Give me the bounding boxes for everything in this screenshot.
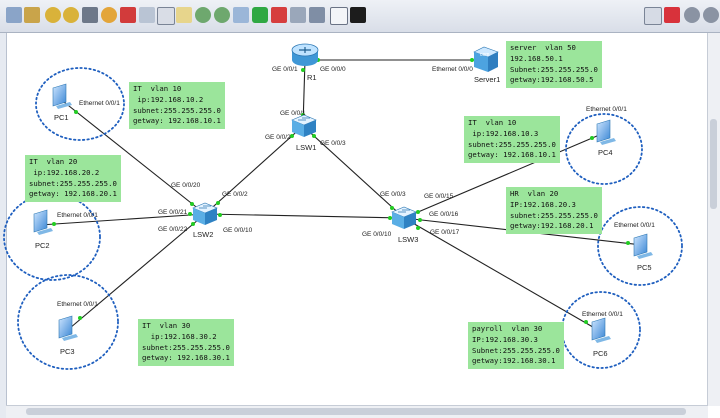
port-dots xyxy=(52,58,630,324)
device-label-pc2: PC2 xyxy=(35,241,50,250)
toolbar xyxy=(0,0,720,33)
note-pc6[interactable]: payroll vlan 30 IP:192.168.30.3 Subnet:2… xyxy=(468,322,564,370)
device-label-server1: Server1 xyxy=(474,75,501,84)
new-icon[interactable] xyxy=(6,7,22,23)
horizontal-scroll-thumb[interactable] xyxy=(26,408,686,415)
undo-icon[interactable] xyxy=(45,7,61,23)
port-label: GE 0/0/2 xyxy=(222,191,248,198)
link-lsw2-lsw3[interactable] xyxy=(204,213,405,219)
capture-icon[interactable] xyxy=(290,7,306,23)
topology-icon[interactable] xyxy=(309,7,325,23)
port-label: GE 0/0/20 xyxy=(171,182,201,189)
link-lsw3-pc6[interactable] xyxy=(403,217,599,331)
port-label: GE 0/0/21 xyxy=(158,209,188,216)
switch-icon-lsw2[interactable] xyxy=(192,202,218,225)
rectangle-icon[interactable] xyxy=(176,7,192,23)
router-icon[interactable] xyxy=(291,43,319,66)
link-lsw3-pc4[interactable] xyxy=(403,132,605,219)
comment-icon[interactable] xyxy=(157,7,175,25)
open-icon[interactable] xyxy=(24,7,40,23)
horizontal-scrollbar[interactable] xyxy=(6,405,708,418)
pc4-icon[interactable] xyxy=(596,119,616,145)
port-label: GE 0/0/17 xyxy=(430,229,460,236)
help-icon[interactable] xyxy=(703,7,719,23)
link-lsw2-pc2[interactable] xyxy=(39,213,206,226)
port-label: GE 0/0/10 xyxy=(362,231,392,238)
chat-icon[interactable] xyxy=(644,7,662,25)
device-label-pc1: PC1 xyxy=(54,113,69,122)
redo-icon[interactable] xyxy=(63,7,79,23)
pc-groups xyxy=(3,67,683,370)
link-lsw1-lsw2[interactable] xyxy=(204,125,304,215)
port-label: GE 0/0/1 xyxy=(272,66,298,73)
port-label: Ethernet 0/0/1 xyxy=(582,311,623,318)
group-pc3 xyxy=(17,274,119,370)
fit-icon[interactable] xyxy=(233,7,249,23)
port-label: GE 0/0/22 xyxy=(158,226,188,233)
settings-icon[interactable] xyxy=(684,7,700,23)
device-label-pc4: PC4 xyxy=(598,148,613,157)
group-pc1 xyxy=(35,67,125,141)
start-icon[interactable] xyxy=(252,7,268,23)
zoom-out-icon[interactable] xyxy=(214,7,230,23)
select-icon[interactable] xyxy=(82,7,98,23)
link-lsw2-pc1[interactable] xyxy=(63,101,206,215)
zoom-in-icon[interactable] xyxy=(195,7,211,23)
device-label-pc5: PC5 xyxy=(637,263,652,272)
delete-icon[interactable] xyxy=(120,7,136,23)
pc5-icon[interactable] xyxy=(633,233,653,259)
port-label: Ethernet 0/0/1 xyxy=(57,212,98,219)
note-pc4[interactable]: IT vlan 10 ip:192.168.10.3 subnet:255.25… xyxy=(464,116,560,164)
vertical-scrollbar[interactable] xyxy=(707,33,720,406)
switch-icon-lsw3[interactable] xyxy=(391,206,417,229)
port-label: Ethernet 0/0/1 xyxy=(57,301,98,308)
device-label-lsw3: LSW3 xyxy=(398,235,419,244)
link-lsw1-lsw3[interactable] xyxy=(302,125,405,219)
pc1-icon[interactable] xyxy=(52,83,72,109)
group-pc5 xyxy=(597,206,683,286)
vertical-scroll-thumb[interactable] xyxy=(710,119,717,209)
device-label-lsw2: LSW2 xyxy=(193,230,214,239)
group-pc4 xyxy=(565,113,643,185)
note-server[interactable]: server vlan 50 192.168.50.1 Subnet:255.2… xyxy=(506,41,602,89)
huawei-icon[interactable] xyxy=(664,7,680,23)
port-label: GE 0/0/0 xyxy=(320,66,346,73)
note-pc1[interactable]: IT vlan 10 ip:192.168.10.2 subnet:255.25… xyxy=(129,82,225,130)
pc3-icon[interactable] xyxy=(58,315,78,341)
note-pc5[interactable]: HR vlan 20 IP:192.168.20.3 subnet:255.25… xyxy=(506,187,602,235)
note-pc2[interactable]: IT vlan 20 ip:192.168.20.2 subnet:255.25… xyxy=(25,155,121,203)
text-icon[interactable] xyxy=(139,7,155,23)
stop-icon[interactable] xyxy=(271,7,287,23)
port-label: Ethernet 0/0/0 xyxy=(432,66,473,73)
server-badge-text: com xyxy=(480,52,489,58)
group-pc2 xyxy=(3,193,101,281)
window-icon[interactable] xyxy=(330,7,348,25)
server-icon[interactable]: com xyxy=(473,46,499,72)
device-label-pc6: PC6 xyxy=(593,349,608,358)
port-label: GE 0/0/15 xyxy=(424,193,454,200)
pc6-icon[interactable] xyxy=(591,317,611,343)
port-label: GE 0/0/16 xyxy=(429,211,459,218)
port-label: GE 0/0/2 xyxy=(265,134,291,141)
switch-icon-lsw1[interactable] xyxy=(291,114,317,137)
port-label: GE 0/0/10 xyxy=(223,227,253,234)
device-label-lsw1: LSW1 xyxy=(296,143,317,152)
note-pc3[interactable]: IT vlan 30 ip:192.168.30.2 subnet:255.25… xyxy=(138,319,234,367)
port-label: Ethernet 0/0/1 xyxy=(79,100,120,107)
port-label: Ethernet 0/0/1 xyxy=(586,106,627,113)
link-lsw2-pc3[interactable] xyxy=(69,213,206,329)
command-icon[interactable] xyxy=(350,7,366,23)
port-label: GE 0/0/1 xyxy=(280,110,306,117)
port-label: Ethernet 0/0/1 xyxy=(614,222,655,229)
device-label-r1: R1 xyxy=(307,73,317,82)
port-label: GE 0/0/3 xyxy=(380,191,406,198)
port-label: GE 0/0/3 xyxy=(320,140,346,147)
device-label-pc3: PC3 xyxy=(60,347,75,356)
pc2-icon[interactable] xyxy=(33,209,53,235)
hand-icon[interactable] xyxy=(101,7,117,23)
